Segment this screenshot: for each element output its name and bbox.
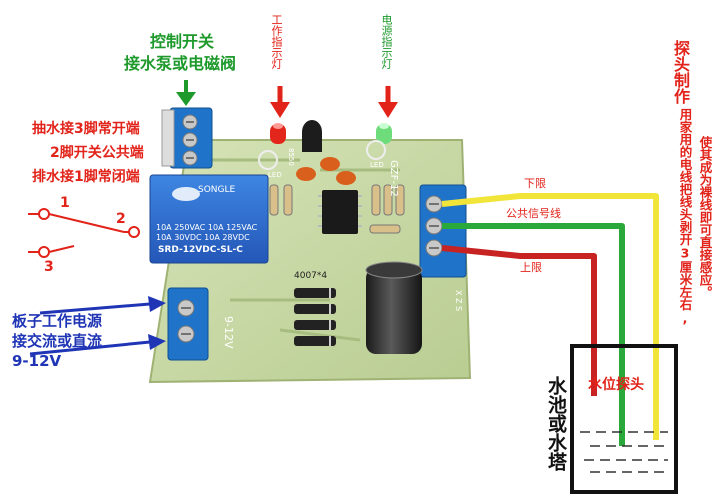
zxs-silk: X Z S	[454, 290, 463, 312]
diode-label: 4007*4	[294, 271, 328, 281]
power-label-3: 9-12V	[12, 352, 62, 370]
upper-limit-wire	[441, 245, 597, 396]
common-signal-wire	[442, 223, 625, 446]
common-signal-label: 公共信号线	[506, 207, 561, 220]
switch-schematic	[28, 208, 140, 258]
ceramic-capacitors	[296, 157, 356, 185]
board-voltage: 9-12V	[222, 316, 235, 349]
probe-instruction-2: 用家用的电线把线头剥开3厘米左右,	[677, 108, 693, 326]
water-tank	[570, 344, 678, 494]
relay-rating-2: 10A 30VDC 10A 28VDC	[156, 233, 250, 242]
common-label: 2脚开关公共端	[50, 145, 144, 161]
electrolytic-capacitor	[365, 261, 423, 354]
probe-instruction-1: 使其成为裸线即可直接感应。	[697, 136, 713, 299]
relay-brand: SONGLE	[198, 185, 236, 195]
lower-limit-label: 下限	[524, 177, 546, 190]
ic-chip	[318, 190, 362, 234]
drain-label: 排水接1脚常闭端	[32, 169, 140, 185]
work-led-silk: LED	[268, 171, 282, 179]
transistor	[302, 120, 322, 152]
probe-make-title: 探头制作	[671, 40, 690, 104]
probe-label: 水位探头	[588, 377, 644, 393]
control-switch-label-1: 控制开关	[150, 32, 215, 51]
tank-label: 水池或水塔	[545, 376, 567, 471]
power-arrows	[29, 296, 166, 356]
output-terminal-block	[161, 107, 213, 169]
work-led-arrow	[270, 86, 290, 118]
transistor-label: 8550	[287, 148, 295, 166]
relay-model: SRD-12VDC-SL-C	[158, 245, 243, 255]
power-label-1: 板子工作电源	[12, 312, 103, 330]
work-led-label: 工作指示灯	[270, 14, 283, 69]
power-terminal-block	[167, 287, 209, 361]
power-led	[366, 123, 392, 160]
pin-1-label: 1	[60, 195, 70, 211]
diodes	[294, 288, 336, 346]
relay	[149, 174, 269, 264]
power-led-label: 电源指示灯	[380, 14, 393, 69]
pin-2-label: 2	[116, 211, 126, 227]
resistors	[269, 184, 405, 234]
power-label-2: 接交流或直流	[12, 332, 103, 350]
relay-rating-1: 10A 250VAC 10A 125VAC	[156, 223, 258, 232]
work-led	[258, 123, 286, 170]
probe-wires	[441, 193, 659, 446]
sensor-terminal-block	[419, 184, 467, 278]
power-led-arrow	[378, 86, 398, 118]
power-led-silk: LED	[370, 161, 384, 169]
pump-label: 抽水接3脚常开端	[32, 121, 140, 137]
pin-3-label: 3	[44, 259, 54, 275]
lower-limit-wire	[441, 193, 659, 440]
control-switch-label-2: 接水泵或电磁阀	[124, 54, 237, 73]
water-surface	[580, 431, 668, 473]
board-model: GZF-12	[388, 160, 399, 197]
upper-limit-label: 上限	[520, 261, 542, 274]
control-switch-arrow	[176, 80, 196, 106]
